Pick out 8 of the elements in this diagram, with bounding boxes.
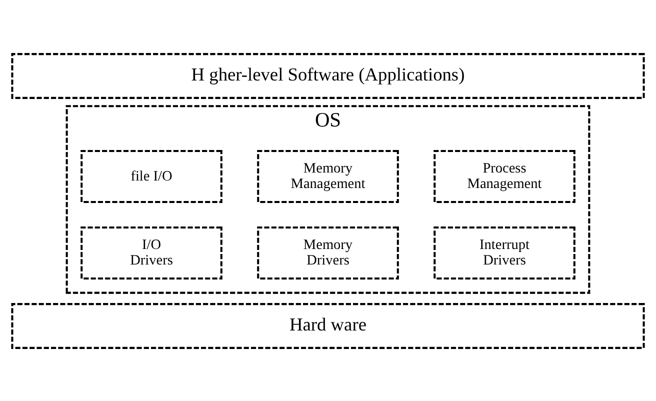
node-box: Hard ware: [11, 302, 645, 348]
node-box: Process Management: [434, 149, 576, 203]
node-box: H gher-level Software (Applications): [11, 52, 645, 98]
node-box: Interrupt Drivers: [434, 226, 576, 280]
node-box: I/O Drivers: [80, 226, 222, 280]
node-box: Memory Management: [257, 149, 399, 203]
node-box: Memory Drivers: [257, 226, 399, 280]
node-box: file I/O: [80, 149, 222, 203]
